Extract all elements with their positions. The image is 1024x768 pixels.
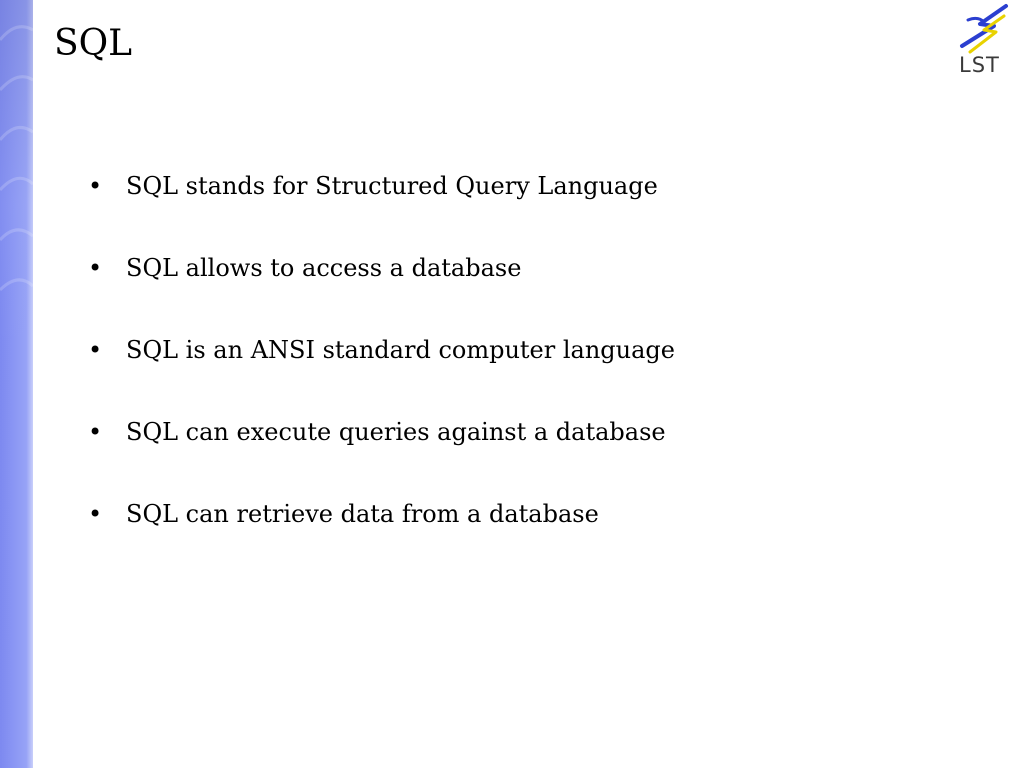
bullet-item: • SQL allows to access a database: [86, 248, 966, 330]
bullet-item: • SQL is an ANSI standard computer langu…: [86, 330, 966, 412]
bullet-item: • SQL can retrieve data from a database: [86, 494, 966, 576]
bullet-text: SQL can execute queries against a databa…: [126, 418, 666, 446]
bullet-dot: •: [88, 254, 103, 282]
bullet-text: SQL is an ANSI standard computer languag…: [126, 336, 675, 364]
slide-title: SQL: [54, 23, 133, 64]
bullet-dot: •: [88, 418, 103, 446]
side-band-texture: [0, 25, 33, 292]
logo-text: LST: [959, 53, 1000, 77]
side-band-shade: [0, 0, 33, 340]
bullet-text: SQL allows to access a database: [126, 254, 522, 282]
side-band: [0, 0, 33, 768]
bullet-item: • SQL stands for Structured Query Langua…: [86, 166, 966, 248]
bullet-text: SQL stands for Structured Query Language: [126, 172, 658, 200]
bullet-dot: •: [88, 336, 103, 364]
bullet-text: SQL can retrieve data from a database: [126, 500, 599, 528]
bullet-dot: •: [88, 172, 103, 200]
lst-logo: LST: [950, 2, 1018, 80]
bullet-dot: •: [88, 500, 103, 528]
bullet-item: • SQL can execute queries against a data…: [86, 412, 966, 494]
lightning-s-icon: [960, 4, 1008, 54]
bullet-list: • SQL stands for Structured Query Langua…: [86, 166, 966, 576]
